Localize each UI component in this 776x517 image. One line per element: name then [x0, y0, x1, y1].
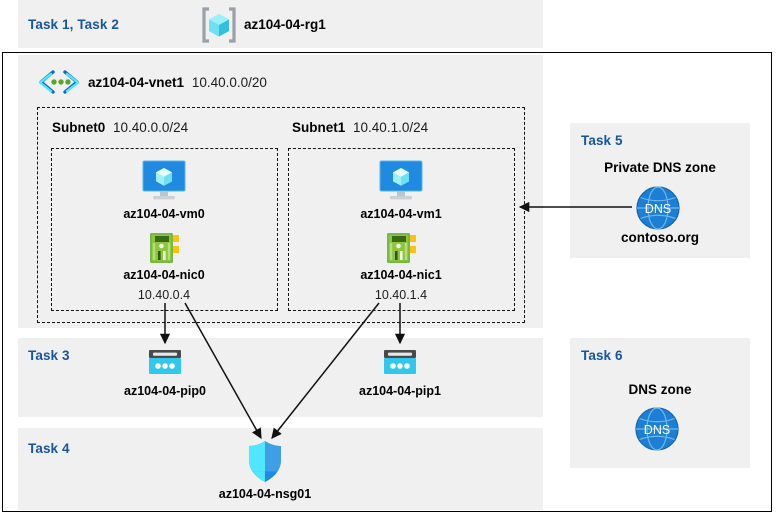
resource-group-name: az104-04-rg1	[244, 17, 326, 32]
nsg-label: az104-04-nsg01	[218, 487, 312, 501]
vm1-label: az104-04-vm1	[360, 207, 442, 221]
vm0-label: az104-04-vm0	[123, 207, 205, 221]
nic0-label: az104-04-nic0	[123, 268, 205, 282]
pip0-label: az104-04-pip0	[124, 384, 206, 398]
network-interface-icon	[148, 231, 182, 265]
resource-group-cube-icon	[200, 7, 238, 43]
subnet1-box	[288, 148, 515, 311]
nic0-ip: 10.40.0.4	[137, 288, 191, 302]
task-6-label: Task 6	[581, 348, 623, 363]
nic1-ip: 10.40.1.4	[374, 288, 428, 302]
pip1-label: az104-04-pip1	[359, 384, 441, 398]
resource-group-header-panel	[18, 0, 543, 48]
private-dns-zone-title: Private DNS zone	[604, 160, 716, 175]
subnet0-name: Subnet0	[52, 120, 106, 135]
nic1-label: az104-04-nic1	[360, 268, 442, 282]
network-interface-icon	[385, 231, 419, 265]
public-ip-address-icon	[382, 348, 418, 378]
dns-globe-icon: DNS	[634, 406, 680, 452]
vnet-title: az104-04-vnet1 10.40.0.0/20	[88, 75, 267, 90]
dns-icon-text: DNS	[644, 423, 670, 437]
task-1-2-label: Task 1, Task 2	[28, 17, 119, 32]
dns-globe-icon: DNS	[635, 185, 681, 231]
virtual-machine-icon	[377, 159, 425, 202]
virtual-network-icon	[36, 69, 82, 95]
diagram-outer-frame	[2, 52, 772, 512]
network-security-group-shield-icon	[246, 440, 284, 484]
task-3-label: Task 3	[28, 348, 70, 363]
subnet0-title: Subnet0 10.40.0.0/24	[52, 120, 188, 135]
subnet1-title: Subnet1 10.40.1.0/24	[292, 120, 428, 135]
vnet-cidr: 10.40.0.0/20	[191, 75, 267, 90]
subnet1-cidr: 10.40.1.0/24	[353, 120, 429, 135]
task-3-panel	[18, 338, 543, 417]
contoso-zone-label: contoso.org	[621, 230, 699, 245]
dns-icon-text: DNS	[645, 202, 671, 216]
subnet1-name: Subnet1	[292, 120, 346, 135]
task-4-panel	[18, 428, 543, 510]
virtual-network-panel	[18, 55, 543, 328]
vnet-name: az104-04-vnet1	[88, 75, 185, 90]
subnet0-cidr: 10.40.0.0/24	[113, 120, 189, 135]
dns-zone-title: DNS zone	[628, 382, 692, 397]
resource-group-name-text: az104-04-rg1	[244, 17, 326, 32]
task-5-label: Task 5	[581, 133, 623, 148]
virtual-machine-icon	[140, 159, 188, 202]
public-ip-address-icon	[147, 348, 183, 378]
task-4-label: Task 4	[28, 441, 70, 456]
